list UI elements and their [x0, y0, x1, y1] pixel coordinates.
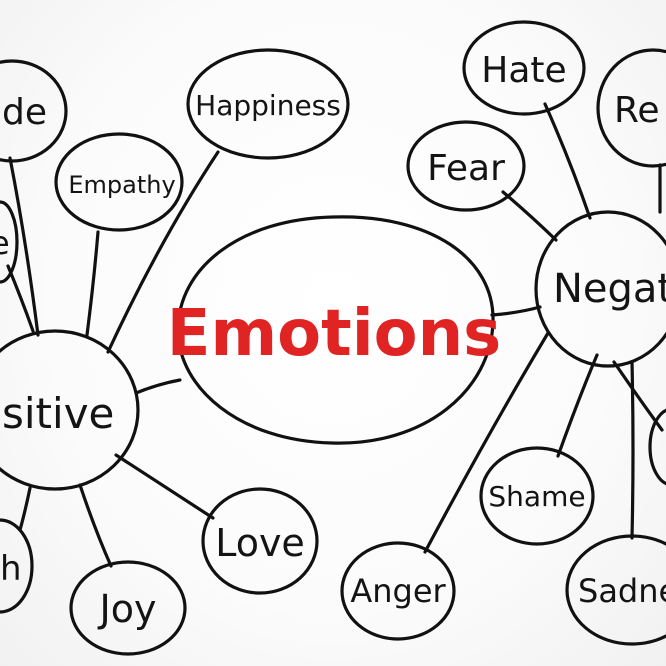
love-label: Love: [215, 521, 305, 565]
connector-center-positive: [134, 378, 182, 395]
connector-negative-partial-right: [612, 360, 664, 432]
positive-bubble: [0, 329, 140, 491]
connector-positive-partial-bottom: [18, 486, 32, 532]
partial-right-bubble: [648, 408, 666, 486]
partial-top-right-label: Re: [614, 90, 660, 131]
connector-negative-sadness: [630, 360, 635, 540]
connector-positive-joy: [78, 483, 113, 568]
partial-left-label: e: [0, 224, 10, 262]
anger-bubble: [340, 541, 456, 641]
connector-negative-fear: [501, 190, 558, 242]
anger-label: Anger: [350, 572, 446, 610]
partial-bottom-label: h: [0, 549, 22, 589]
negative-group-label: Negat: [553, 266, 666, 312]
center-bubble: [176, 215, 495, 445]
connector-negative-shame: [556, 353, 599, 458]
partial-bottom-bubble: [0, 518, 34, 614]
sadness-bubble: [565, 534, 666, 646]
love-bubble: [201, 487, 319, 595]
happiness-bubble: [186, 48, 350, 160]
fear-label: Fear: [427, 148, 505, 189]
connector-positive-happiness: [106, 150, 220, 354]
happiness-label: Happiness: [195, 89, 341, 122]
center-label: Emotions: [167, 297, 502, 371]
partial-top-right-bubble: [596, 48, 666, 168]
negative-bubble: [534, 210, 666, 368]
hate-bubble: [462, 20, 586, 116]
fear-bubble: [406, 120, 526, 212]
connector-center-negative: [490, 305, 542, 317]
pride-bubble: [0, 59, 68, 163]
empathy-bubble: [54, 132, 184, 232]
shame-label: Shame: [488, 480, 585, 513]
empathy-label: Empathy: [68, 171, 175, 199]
partial-left-bubble: [0, 200, 19, 284]
connector-positive-pride: [8, 156, 40, 337]
connector-positive-empathy: [85, 230, 100, 337]
joy-label: Joy: [98, 587, 157, 631]
shame-bubble: [479, 446, 595, 546]
pride-label: de: [2, 92, 47, 133]
hate-label: Hate: [481, 50, 566, 91]
joy-bubble: [69, 560, 187, 656]
positive-group-label: sitive: [2, 389, 114, 438]
connector-positive-love: [114, 453, 215, 520]
connector-negative-hate: [543, 102, 592, 220]
sadness-label: Sadne: [578, 572, 666, 610]
connector-negative-anger: [423, 331, 550, 554]
